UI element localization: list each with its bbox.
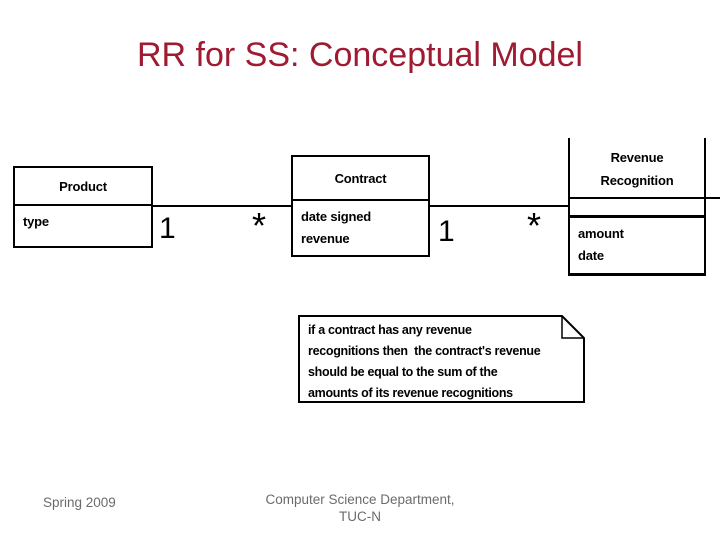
entity-product-attributes: type xyxy=(15,206,151,238)
page-title: RR for SS: Conceptual Model xyxy=(137,36,583,74)
entity-product-name: Product xyxy=(15,168,151,206)
note-outline xyxy=(298,315,585,403)
note-line: recognitions then the contract's revenue xyxy=(308,344,541,358)
entity-revenue-recognition-name: Revenue Recognition xyxy=(570,146,704,192)
entity-revenue-recognition-attributes: amount date xyxy=(578,223,624,267)
note-text: if a contract has any revenue recognitio… xyxy=(308,320,577,404)
association-contract-revenue-recognition xyxy=(430,205,568,207)
entity-contract: Contract date signed revenue xyxy=(291,155,430,257)
multiplicity-revenue-recognition-side: * xyxy=(527,205,542,246)
revenue-recognition-header-line xyxy=(568,197,720,199)
note-line: amounts of its revenue recognitions xyxy=(308,386,513,400)
multiplicity-contract-left-side: * xyxy=(252,205,267,246)
footer-department: Computer Science Department, TUC-N xyxy=(0,492,720,525)
multiplicity-contract-right-side: 1 xyxy=(438,215,455,248)
entity-name-line1: Revenue xyxy=(610,150,664,165)
multiplicity-product-side: 1 xyxy=(159,212,176,245)
compartment-divider xyxy=(570,215,704,218)
footer-department-line1: Computer Science Department, xyxy=(265,492,455,507)
entity-product: Product type xyxy=(13,166,153,248)
entity-name-line2: Recognition xyxy=(600,173,674,188)
attribute-type: type xyxy=(23,214,49,229)
attribute-date: date xyxy=(578,248,604,263)
entity-revenue-recognition: Revenue Recognition amount date xyxy=(568,138,706,276)
entity-contract-name: Contract xyxy=(293,157,428,201)
footer-date: Spring 2009 xyxy=(43,495,116,510)
attribute-revenue: revenue xyxy=(301,231,350,246)
attribute-date-signed: date signed xyxy=(301,209,372,224)
entity-contract-attributes: date signed revenue xyxy=(293,201,428,255)
footer-department-line2: TUC-N xyxy=(339,508,381,524)
attribute-amount: amount xyxy=(578,226,624,241)
note-line: should be equal to the sum of the xyxy=(308,365,498,379)
uml-note: if a contract has any revenue recognitio… xyxy=(298,315,585,403)
note-line: if a contract has any revenue xyxy=(308,323,472,337)
association-product-contract xyxy=(153,205,291,207)
